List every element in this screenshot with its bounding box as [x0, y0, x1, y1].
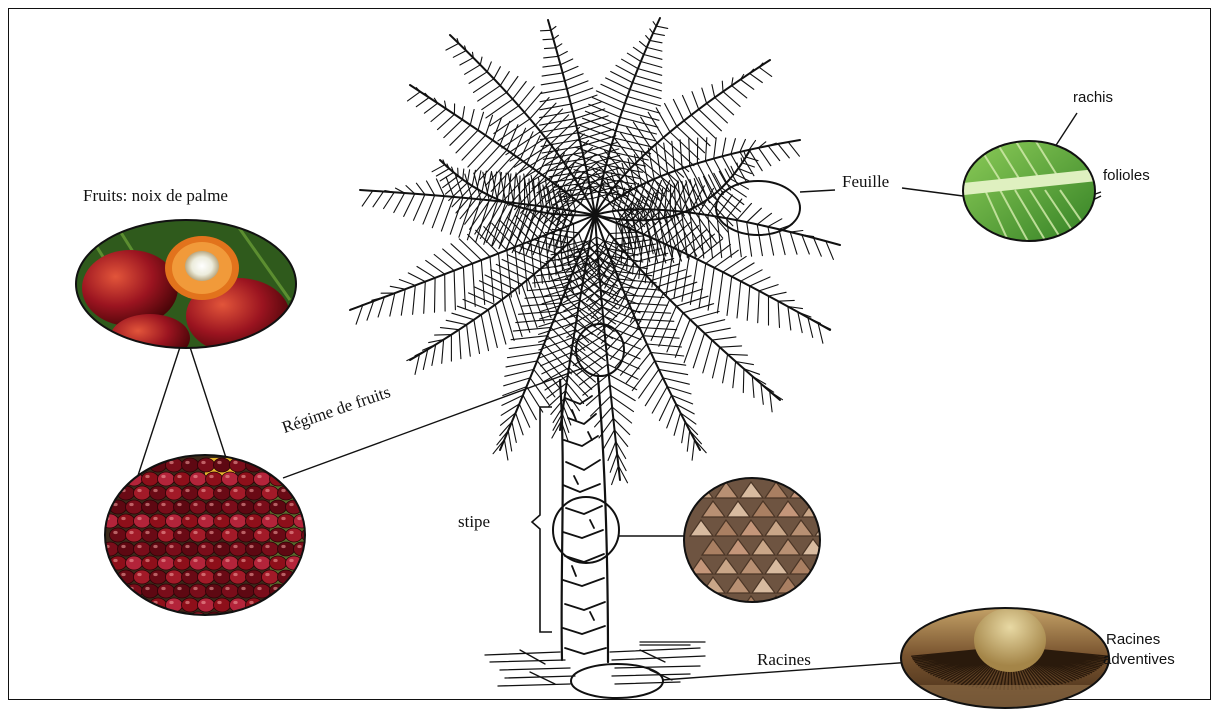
roots-marker-circle — [571, 664, 663, 698]
feuille-label: Feuille — [842, 172, 889, 192]
detail-markers — [553, 181, 800, 698]
feuille-line-a — [800, 190, 835, 192]
frond-9 — [595, 209, 831, 343]
racines-adventives-label-2: adventives — [1103, 650, 1175, 669]
rachis-label: rachis — [1073, 88, 1113, 107]
stipe-label: stipe — [458, 512, 490, 532]
fruit-inset — [70, 215, 310, 362]
bunch-marker-circle — [576, 324, 624, 376]
fruits-title-label: Fruits: noix de palme — [83, 186, 228, 206]
frond-4 — [408, 85, 596, 227]
folioles-label: folioles — [1103, 166, 1150, 185]
stipe-brace — [532, 407, 552, 632]
feuille-line-b — [902, 188, 963, 196]
frond-1 — [574, 18, 668, 215]
fruit-kernel — [185, 251, 219, 281]
trunk-inset — [680, 475, 850, 612]
fruit-line-right — [189, 344, 228, 464]
frond-12 — [493, 215, 607, 460]
racines-label: Racines — [757, 650, 811, 670]
fruit-red-1 — [82, 250, 178, 326]
roots-inset — [898, 605, 1113, 710]
root-base — [974, 608, 1046, 672]
leaf-inset — [960, 138, 1100, 248]
racines-adventives-label-1: Racines — [1106, 630, 1160, 649]
